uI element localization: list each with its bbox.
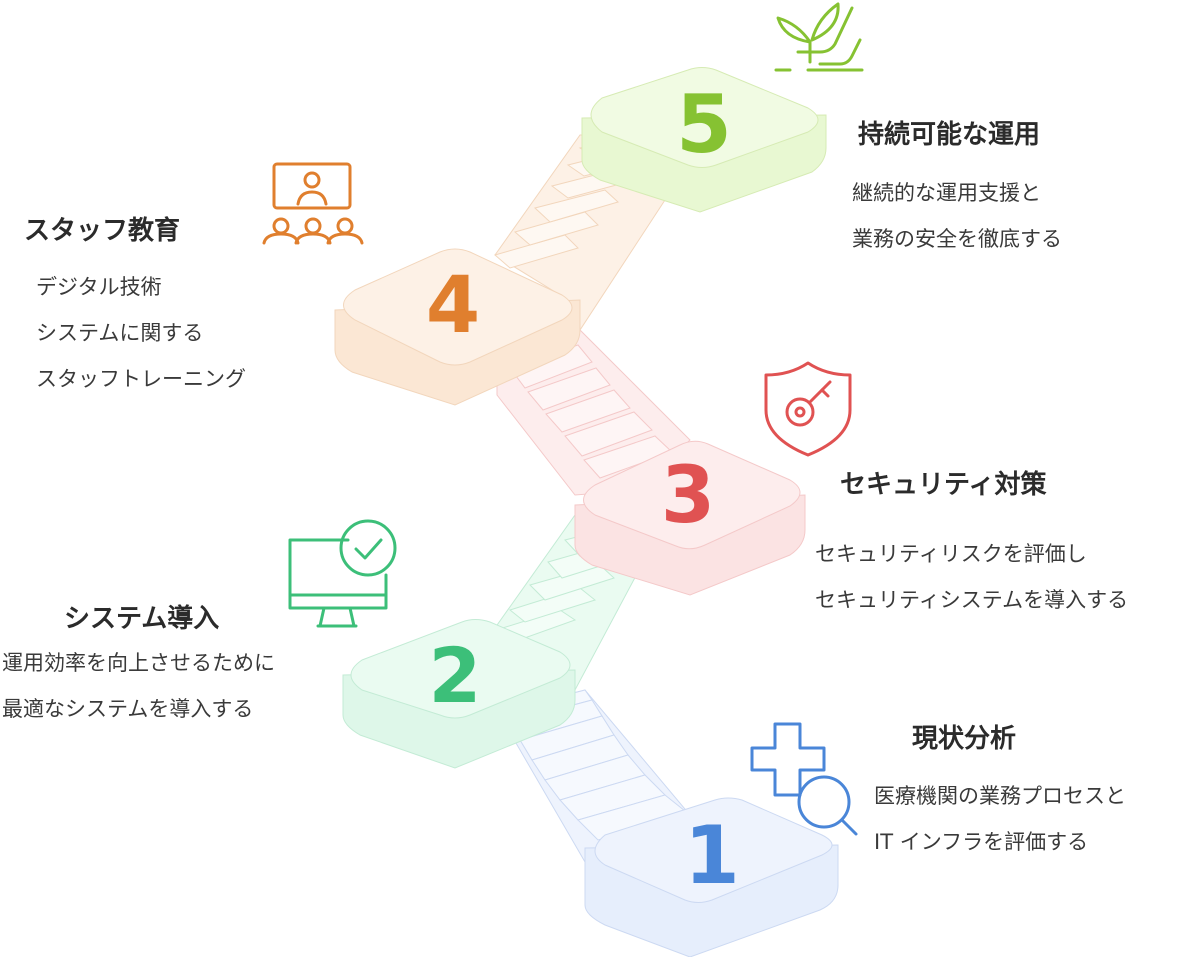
step-description-4: デジタル技術 システムに関する スタッフトレーニング — [36, 264, 246, 402]
step-number-2: 2 — [429, 631, 482, 720]
platform-step-3 — [574, 440, 806, 596]
shield-key-icon — [764, 361, 852, 457]
step-description-4-line-2: システムに関する — [36, 321, 204, 345]
step-number-5: 5 — [676, 78, 732, 171]
step-description-1-line-2: IT インフラを評価する — [874, 830, 1089, 854]
step-description-5: 継続的な運用支援と 業務の安全を徹底する — [852, 170, 1062, 262]
step-number-4: 4 — [426, 261, 480, 351]
magnifier-plus-icon — [750, 722, 858, 836]
step-description-2: 運用効率を向上させるために 最適なシステムを導入する — [2, 640, 275, 732]
stair-step-1-to-2 — [497, 689, 692, 863]
plant-hand-icon — [774, 2, 864, 72]
presenter-audience-icon — [262, 162, 364, 245]
platform-step-2 — [342, 619, 576, 769]
platform-step-5 — [581, 67, 827, 213]
step-title-4: スタッフ教育 — [24, 216, 181, 246]
platform-step-1 — [584, 797, 839, 957]
step-description-3: セキュリティリスクを評価し セキュリティシステムを導入する — [815, 531, 1128, 623]
step-description-5-line-1: 継続的な運用支援と — [852, 181, 1041, 205]
step-description-5-line-2: 業務の安全を徹底する — [852, 227, 1062, 251]
platform-step-4 — [334, 248, 581, 406]
step-description-1-line-1: 医療機関の業務プロセスと — [874, 784, 1126, 808]
step-description-3-line-2: セキュリティシステムを導入する — [815, 588, 1129, 612]
step-description-2-line-1: 運用効率を向上させるために — [2, 651, 275, 675]
step-description-2-line-2: 最適なシステムを導入する — [2, 697, 254, 721]
step-number-1: 1 — [684, 809, 740, 902]
step-title-3: セキュリティ対策 — [840, 470, 1047, 500]
step-title-5: 持続可能な運用 — [858, 120, 1041, 150]
step-number-3: 3 — [661, 451, 715, 541]
stair-step-3-to-4 — [496, 324, 691, 496]
step-description-4-line-3: スタッフトレーニング — [36, 367, 246, 391]
step-description-4-line-1: デジタル技術 — [36, 275, 162, 299]
step-description-3-line-1: セキュリティリスクを評価し — [815, 542, 1087, 566]
step-title-2: システム導入 — [64, 604, 220, 634]
step-title-1: 現状分析 — [912, 724, 1017, 754]
step-description-1: 医療機関の業務プロセスと IT インフラを評価する — [874, 773, 1126, 865]
monitor-check-icon — [288, 519, 397, 628]
